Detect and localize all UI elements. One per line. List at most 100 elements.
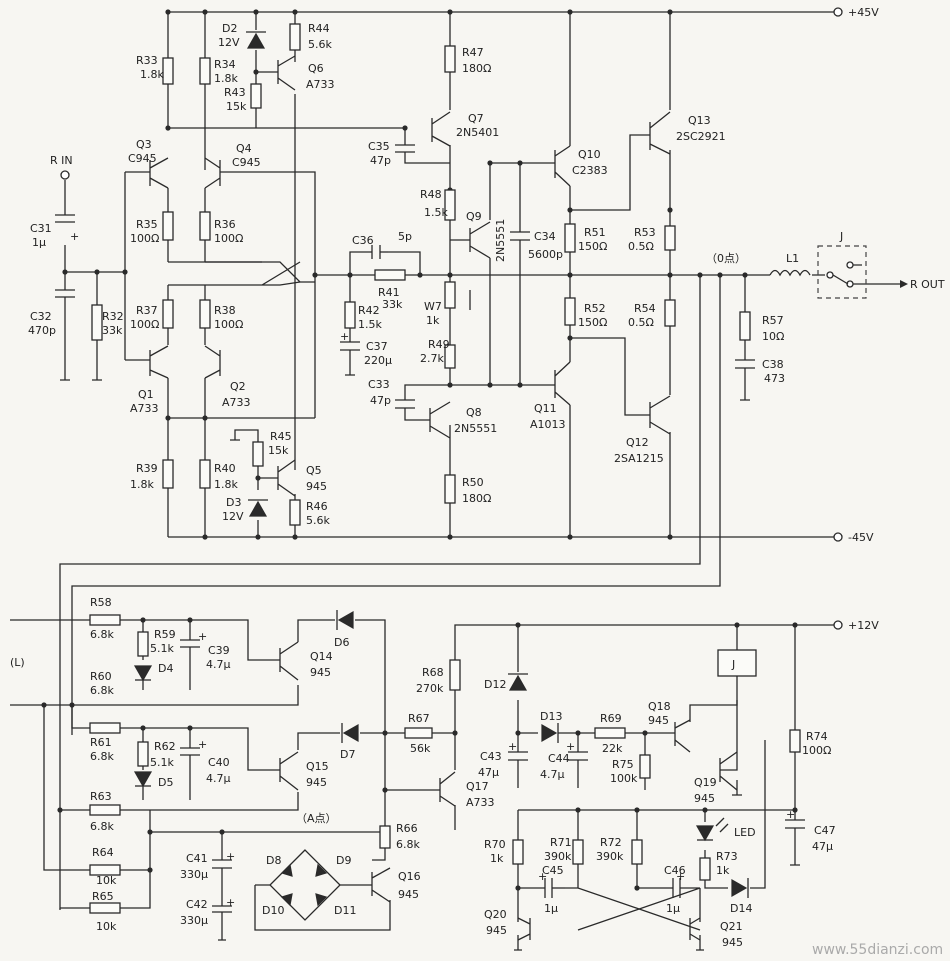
svg-text:47p: 47p — [370, 394, 391, 407]
rail-pos45: +45V — [848, 6, 879, 19]
svg-text:5.1k: 5.1k — [150, 756, 174, 769]
capacitor-symbols — [55, 144, 805, 918]
svg-text:945: 945 — [648, 714, 669, 727]
svg-text:R53: R53 — [634, 226, 656, 239]
svg-text:D10: D10 — [262, 904, 284, 917]
label-led: LED — [734, 826, 756, 839]
svg-text:D4: D4 — [158, 662, 173, 675]
svg-text:1.8k: 1.8k — [214, 72, 238, 85]
svg-text:Q18: Q18 — [648, 700, 671, 713]
svg-text:5.6k: 5.6k — [308, 38, 332, 51]
svg-text:1.8k: 1.8k — [130, 478, 154, 491]
svg-text:5p: 5p — [398, 230, 412, 243]
svg-text:4.7μ: 4.7μ — [206, 658, 231, 671]
svg-text:1k: 1k — [490, 852, 504, 865]
relay-contacts — [817, 245, 908, 299]
svg-text:R73: R73 — [716, 850, 738, 863]
svg-text:R60: R60 — [90, 670, 112, 683]
svg-text:R33: R33 — [136, 54, 158, 67]
svg-text:R32: R32 — [102, 310, 124, 323]
svg-text:D11: D11 — [334, 904, 356, 917]
svg-text:0.5Ω: 0.5Ω — [628, 316, 654, 329]
svg-text:945: 945 — [694, 792, 715, 805]
svg-text:R65: R65 — [92, 890, 114, 903]
label-d5: D5 — [158, 776, 173, 789]
svg-text:270k: 270k — [416, 682, 444, 695]
svg-text:C35: C35 — [368, 140, 390, 153]
svg-text:180Ω: 180Ω — [462, 62, 491, 75]
svg-text:Q8: Q8 — [466, 406, 482, 419]
svg-text:12V: 12V — [222, 510, 244, 523]
label-d7: D7 — [340, 748, 355, 761]
resistor-bodies — [89, 23, 801, 914]
svg-text:R48: R48 — [420, 188, 442, 201]
svg-text:47μ: 47μ — [478, 766, 499, 779]
svg-text:R50: R50 — [462, 476, 484, 489]
rail-pos12: +12V — [848, 619, 879, 632]
svg-text:2SA1215: 2SA1215 — [614, 452, 664, 465]
svg-text:Q1: Q1 — [138, 388, 154, 401]
junction-dots — [41, 9, 798, 891]
svg-text:1μ: 1μ — [32, 236, 46, 249]
svg-text:Q12: Q12 — [626, 436, 649, 449]
svg-text:Q6: Q6 — [308, 62, 324, 75]
svg-text:Q21: Q21 — [720, 920, 743, 933]
label-d12: D12 — [484, 678, 506, 691]
svg-text:330μ: 330μ — [180, 914, 208, 927]
input-label: R IN — [50, 154, 73, 167]
label-d14: D14 — [730, 902, 752, 915]
svg-text:945: 945 — [486, 924, 507, 937]
svg-text:15k: 15k — [226, 100, 247, 113]
io-labels: R IN R OUT (L) （0点） （A点） J J — [10, 154, 945, 825]
watermark: www.55dianzi.com — [812, 942, 943, 958]
svg-text:6.8k: 6.8k — [90, 750, 114, 763]
svg-text:C2383: C2383 — [572, 164, 608, 177]
svg-text:R69: R69 — [600, 712, 622, 725]
svg-text:2N5551: 2N5551 — [454, 422, 497, 435]
svg-text:R37: R37 — [136, 304, 158, 317]
svg-text:R40: R40 — [214, 462, 236, 475]
svg-text:A733: A733 — [306, 78, 335, 91]
svg-text:473: 473 — [764, 372, 785, 385]
svg-text:D14: D14 — [730, 902, 752, 915]
svg-text:R61: R61 — [90, 736, 112, 749]
svg-text:180Ω: 180Ω — [462, 492, 491, 505]
label-d11: D11 — [334, 904, 356, 917]
svg-text:Q11: Q11 — [534, 402, 557, 415]
svg-text:945: 945 — [306, 480, 327, 493]
svg-text:R71: R71 — [550, 836, 572, 849]
svg-text:Q3: Q3 — [136, 138, 152, 151]
svg-text:R67: R67 — [408, 712, 430, 725]
svg-text:+: + — [676, 870, 685, 883]
svg-text:10k: 10k — [96, 920, 117, 933]
svg-text:C47: C47 — [814, 824, 836, 837]
svg-text:D9: D9 — [336, 854, 351, 867]
svg-text:C945: C945 — [128, 152, 157, 165]
terminals — [60, 7, 843, 951]
svg-text:R75: R75 — [612, 758, 634, 771]
svg-text:330μ: 330μ — [180, 868, 208, 881]
svg-text:1.8k: 1.8k — [140, 68, 164, 81]
svg-text:945: 945 — [310, 666, 331, 679]
svg-text:D6: D6 — [334, 636, 349, 649]
polarity-marks: ++ ++ ++ ++ ++ + — [70, 230, 795, 909]
